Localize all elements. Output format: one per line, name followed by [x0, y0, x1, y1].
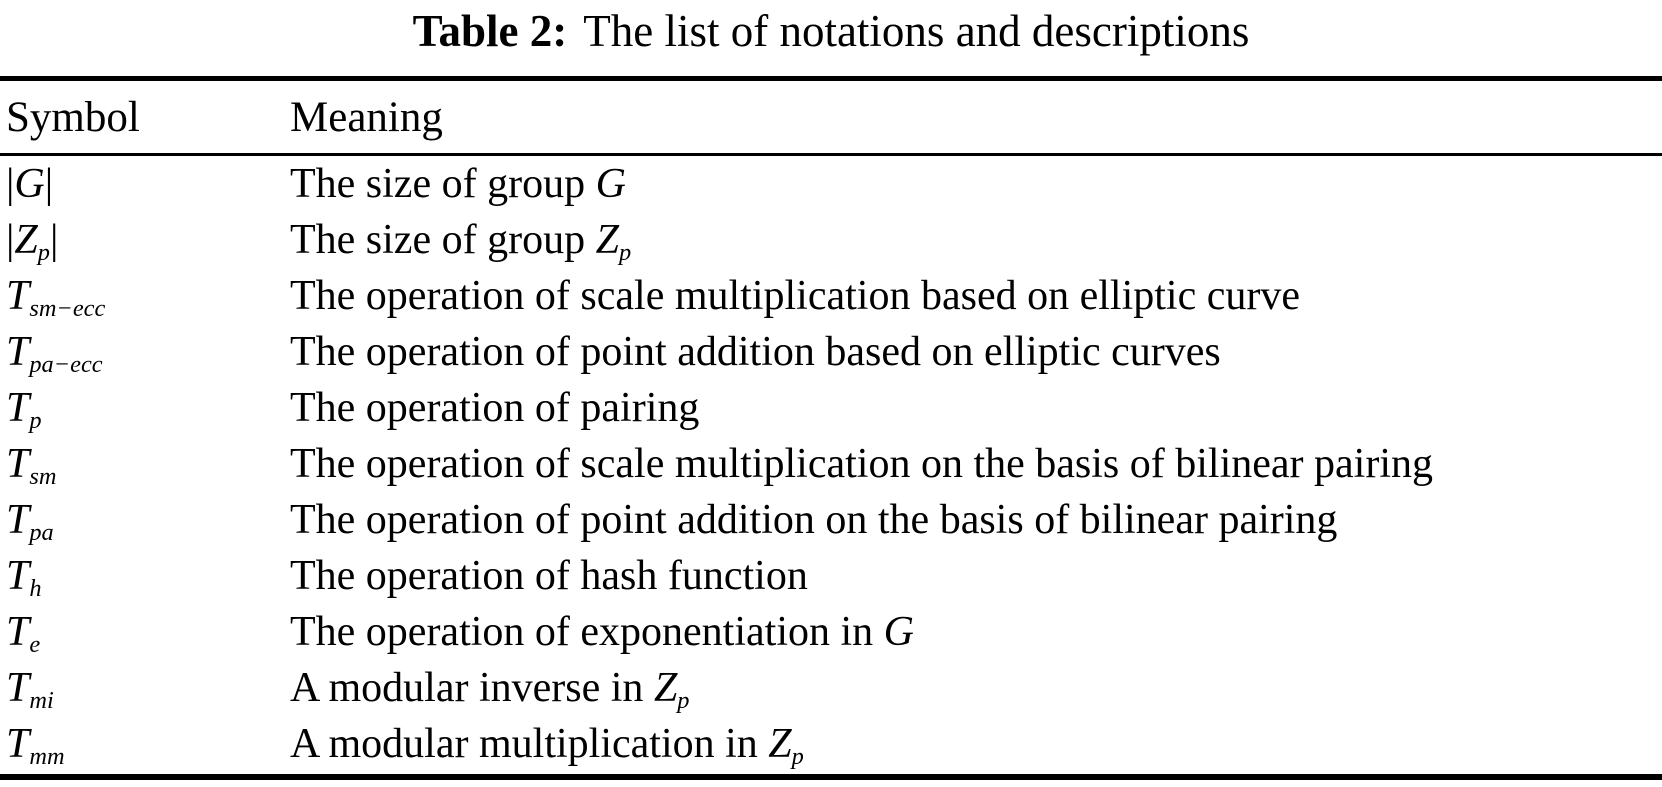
meaning-cell: A modular inverse in Zp	[290, 665, 690, 714]
table-bottom-rule	[0, 774, 1662, 780]
table-caption-label: Table 2:	[412, 6, 568, 56]
meaning-cell: The operation of point addition based on…	[290, 329, 1221, 375]
symbol-cell: Tmm	[6, 721, 65, 770]
table-header-rule	[0, 153, 1662, 156]
symbol-cell: Tsm	[6, 441, 57, 490]
table-header-row: Symbol Meaning	[0, 81, 1662, 153]
table-row: |Zp| The size of group Zp	[0, 212, 1662, 268]
symbol-cell: Te	[6, 609, 41, 658]
table-row: Tpa−ecc The operation of point addition b…	[0, 324, 1662, 380]
meaning-cell: The size of group Zp	[290, 217, 632, 266]
table-row: Tp The operation of pairing	[0, 380, 1662, 436]
symbol-cell: Tp	[6, 385, 42, 434]
table-row: Th The operation of hash function	[0, 548, 1662, 604]
meaning-cell: A modular multiplication in Zp	[290, 721, 804, 770]
table-row: |G| The size of group G	[0, 156, 1662, 212]
meaning-cell: The operation of scale multiplication ba…	[290, 273, 1300, 319]
table-row: Tmm A modular multiplication in Zp	[0, 716, 1662, 772]
table-caption: Table 2: The list of notations and descri…	[0, 0, 1662, 76]
meaning-cell: The operation of pairing	[290, 385, 700, 431]
symbol-cell: Th	[6, 553, 42, 602]
column-header-symbol: Symbol	[6, 93, 140, 141]
table-body: |G| The size of group G |Zp| The size of gr…	[0, 156, 1662, 772]
table-row: Tsm The operation of scale multiplication…	[0, 436, 1662, 492]
symbol-cell: |Zp|	[6, 217, 59, 266]
table-top-rule	[0, 76, 1662, 81]
table-row: Tsm−ecc The operation of scale multiplica…	[0, 268, 1662, 324]
table-caption-text: The list of notations and descriptions	[583, 6, 1250, 56]
meaning-cell: The operation of exponentiation in G	[290, 609, 915, 655]
table-row: Tmi A modular inverse in Zp	[0, 660, 1662, 716]
column-header-meaning: Meaning	[290, 93, 443, 141]
meaning-cell: The operation of scale multiplication on…	[290, 441, 1434, 487]
symbol-cell: Tpa	[6, 497, 54, 546]
symbol-cell: |G|	[6, 161, 54, 207]
meaning-cell: The size of group G	[290, 161, 626, 207]
symbol-cell: Tsm−ecc	[6, 273, 106, 322]
table-row: Te The operation of exponentiation in G	[0, 604, 1662, 660]
symbol-cell: Tpa−ecc	[6, 329, 103, 378]
meaning-cell: The operation of point addition on the b…	[290, 497, 1338, 543]
meaning-cell: The operation of hash function	[290, 553, 808, 599]
symbol-cell: Tmi	[6, 665, 54, 714]
table-row: Tpa The operation of point addition on th…	[0, 492, 1662, 548]
